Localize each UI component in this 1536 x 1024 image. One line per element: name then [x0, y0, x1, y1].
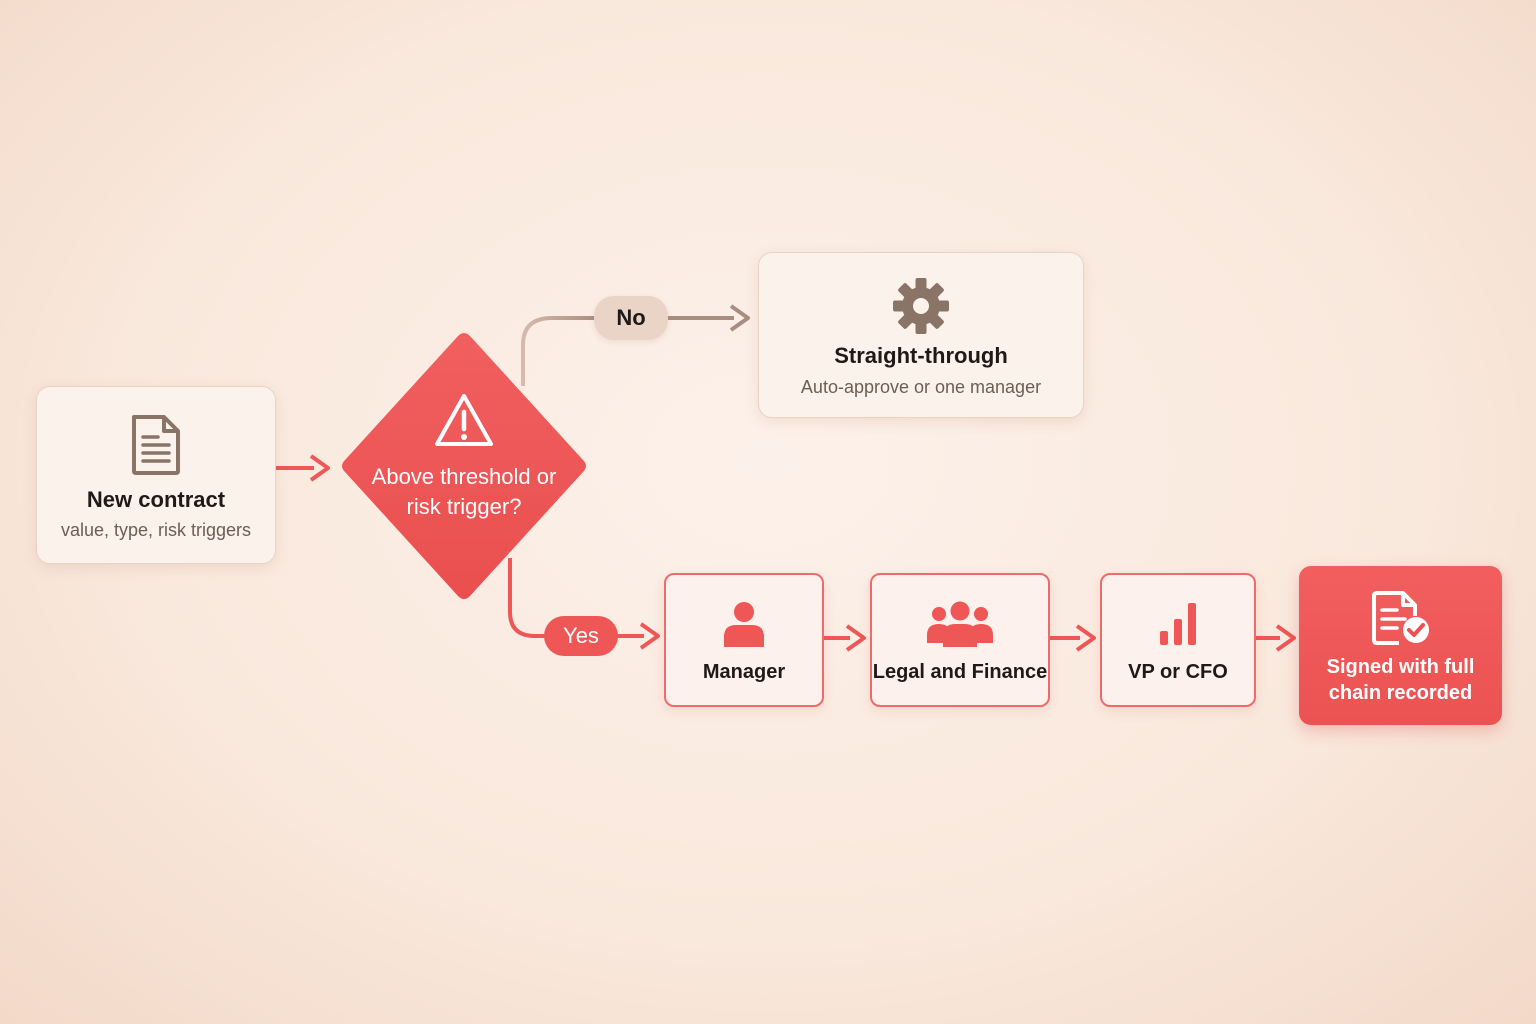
- decision-question: Above threshold or risk trigger?: [371, 464, 557, 519]
- arrow-vp-to-signed: [1256, 624, 1296, 652]
- start-node-new-contract: New contract value, type, risk triggers: [36, 386, 276, 564]
- end-node-title: Signed with full chain recorded: [1326, 656, 1475, 704]
- step-manager-title: Manager: [702, 661, 786, 683]
- warning-icon: [435, 394, 493, 446]
- arrow-legal-to-vp: [1050, 624, 1096, 652]
- straight-through-subtitle: Auto-approve or one manager: [800, 377, 1042, 397]
- decision-node: Above threshold or risk trigger?: [333, 330, 595, 602]
- straight-through-title: Straight-through: [834, 343, 1008, 368]
- gear-icon: [893, 278, 949, 334]
- bar-chart-icon: [1160, 603, 1196, 645]
- step-vp-or-cfo-title: VP or CFO: [1128, 661, 1228, 683]
- arrow-start-to-decision: [276, 454, 330, 482]
- step-manager: Manager: [664, 573, 824, 707]
- start-node-subtitle: value, type, risk triggers: [60, 520, 252, 540]
- step-vp-or-cfo: VP or CFO: [1100, 573, 1256, 707]
- yes-branch-label: Yes: [544, 616, 618, 656]
- document-icon: [132, 415, 180, 475]
- start-node-title: New contract: [86, 487, 226, 512]
- straight-through-node: Straight-through Auto-approve or one man…: [758, 252, 1084, 418]
- group-icon: [927, 601, 993, 647]
- step-legal-and-finance: Legal and Finance: [870, 573, 1050, 707]
- no-branch-label: No: [594, 296, 668, 340]
- end-node-signed: Signed with full chain recorded: [1299, 566, 1502, 725]
- arrow-manager-to-legal: [824, 624, 866, 652]
- decision-diamond: [342, 333, 586, 599]
- signed-document-icon: [1371, 591, 1429, 645]
- person-icon: [724, 602, 764, 647]
- step-legal-and-finance-title: Legal and Finance: [872, 661, 1048, 683]
